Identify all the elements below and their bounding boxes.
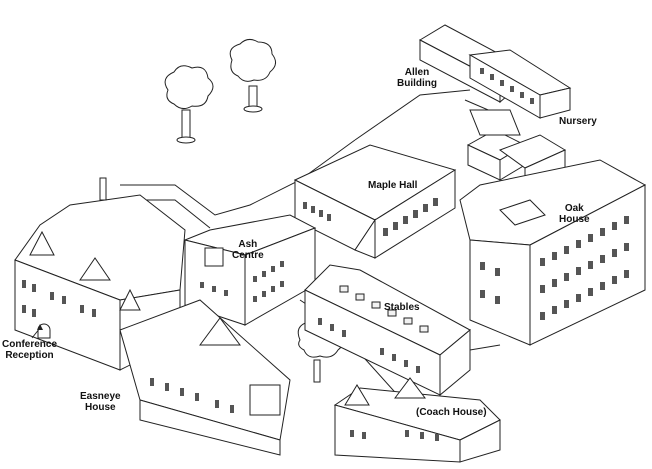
tree-top: [229, 38, 276, 113]
label-easneye-house[interactable]: Easneye House: [80, 391, 121, 413]
building-coach-house: [333, 377, 501, 463]
reception-pointer: [31, 324, 43, 339]
label-ash-centre[interactable]: Ash Centre: [232, 239, 264, 261]
label-oak-house[interactable]: Oak House: [559, 203, 590, 225]
label-stables[interactable]: Stables: [384, 302, 420, 313]
label-conference-reception[interactable]: Conference Reception: [2, 339, 58, 361]
label-allen-building[interactable]: Allen Building: [397, 67, 437, 89]
building-oak-house: [459, 159, 647, 346]
label-coach-house[interactable]: (Coach House): [416, 407, 487, 418]
tree-left: [164, 65, 214, 144]
building-allen: [418, 24, 572, 119]
building-maple-hall: [293, 144, 457, 259]
building-ash-centre: [183, 214, 317, 326]
building-easneye-house: [14, 177, 291, 456]
building-nursery: [466, 109, 567, 191]
building-stables: [304, 264, 471, 397]
label-maple-hall[interactable]: Maple Hall: [368, 180, 418, 191]
label-nursery[interactable]: Nursery: [559, 116, 597, 127]
